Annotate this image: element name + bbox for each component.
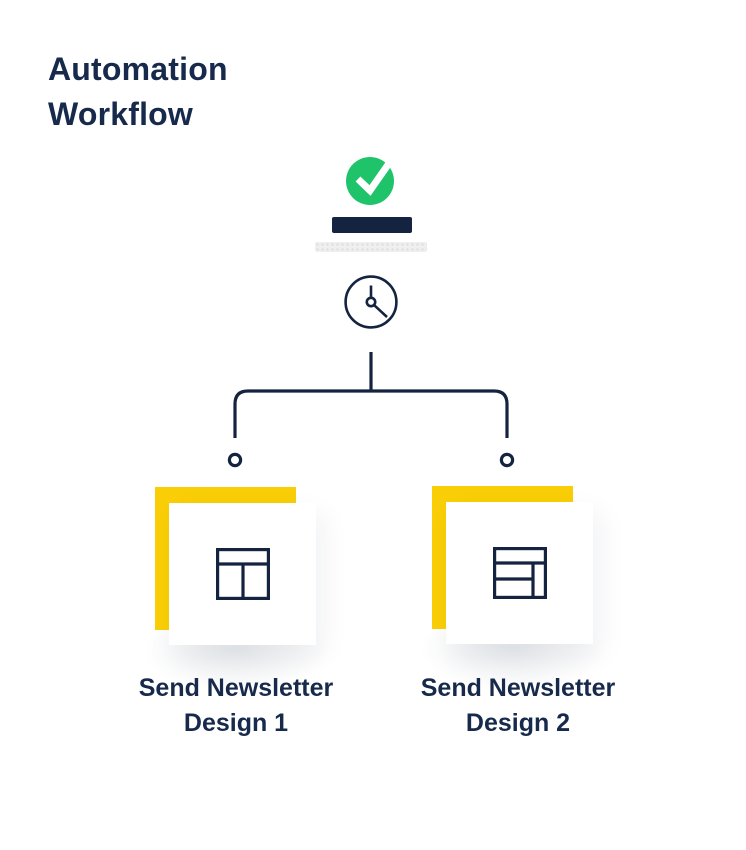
node-label-design-1: Send Newsletter Design 1 bbox=[138, 674, 334, 737]
newsletter-layout-header-split-rows-icon bbox=[492, 547, 547, 599]
newsletter-layout-header-two-columns-icon bbox=[215, 548, 270, 600]
clock-icon bbox=[341, 272, 401, 332]
workflow-node-design-2[interactable] bbox=[394, 486, 632, 704]
trigger-bar-shadow bbox=[315, 242, 427, 252]
trigger-bar bbox=[332, 217, 412, 233]
node-card bbox=[169, 503, 316, 645]
check-circle-icon bbox=[340, 153, 400, 209]
branch-connector-lines bbox=[227, 352, 515, 468]
workflow-node-design-1[interactable] bbox=[117, 487, 355, 705]
node-label-design-2: Send Newsletter Design 2 bbox=[420, 674, 616, 737]
page-title: Automation Workflow bbox=[48, 51, 228, 132]
node-card bbox=[446, 502, 593, 644]
